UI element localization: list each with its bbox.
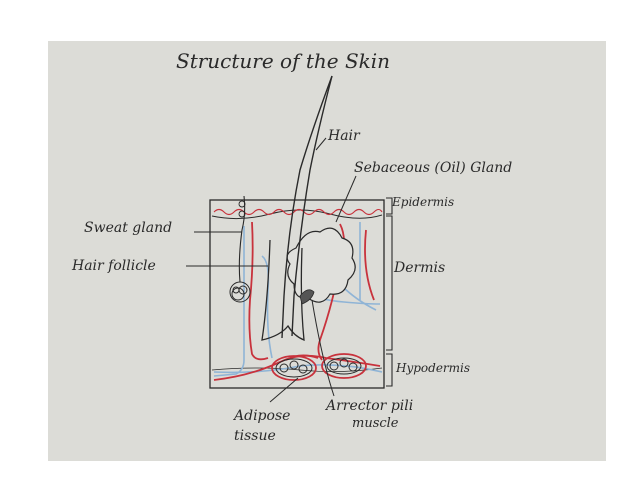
- sebaceous-leader: [336, 176, 356, 222]
- label-epidermis: Epidermis: [391, 195, 454, 209]
- hypodermis-bracket: [386, 354, 392, 386]
- label-adipose-line1: Adipose: [232, 408, 290, 424]
- epidermis-boundary: [212, 210, 382, 219]
- label-adipose-line2: tissue: [234, 428, 276, 444]
- label-hypodermis: Hypodermis: [395, 361, 470, 375]
- hair-leader: [316, 138, 326, 150]
- label-hair-follicle: Hair follicle: [71, 258, 156, 274]
- adipose-leader: [270, 378, 298, 402]
- label-sweat-gland: Sweat gland: [84, 220, 172, 236]
- layer-brackets: [386, 198, 392, 386]
- label-arrector-line2: muscle: [352, 416, 399, 431]
- arrector-pili-leader: [312, 300, 334, 396]
- sweat-gland-coil: [230, 282, 250, 302]
- diagram-title: Structure of the Skin: [176, 49, 390, 73]
- label-sebaceous-gland: Sebaceous (Oil) Gland: [354, 160, 512, 176]
- label-hair: Hair: [327, 128, 361, 144]
- label-dermis: Dermis: [393, 260, 445, 276]
- label-arrector-line1: Arrector pili: [324, 398, 413, 414]
- dermis-bracket: [386, 216, 392, 350]
